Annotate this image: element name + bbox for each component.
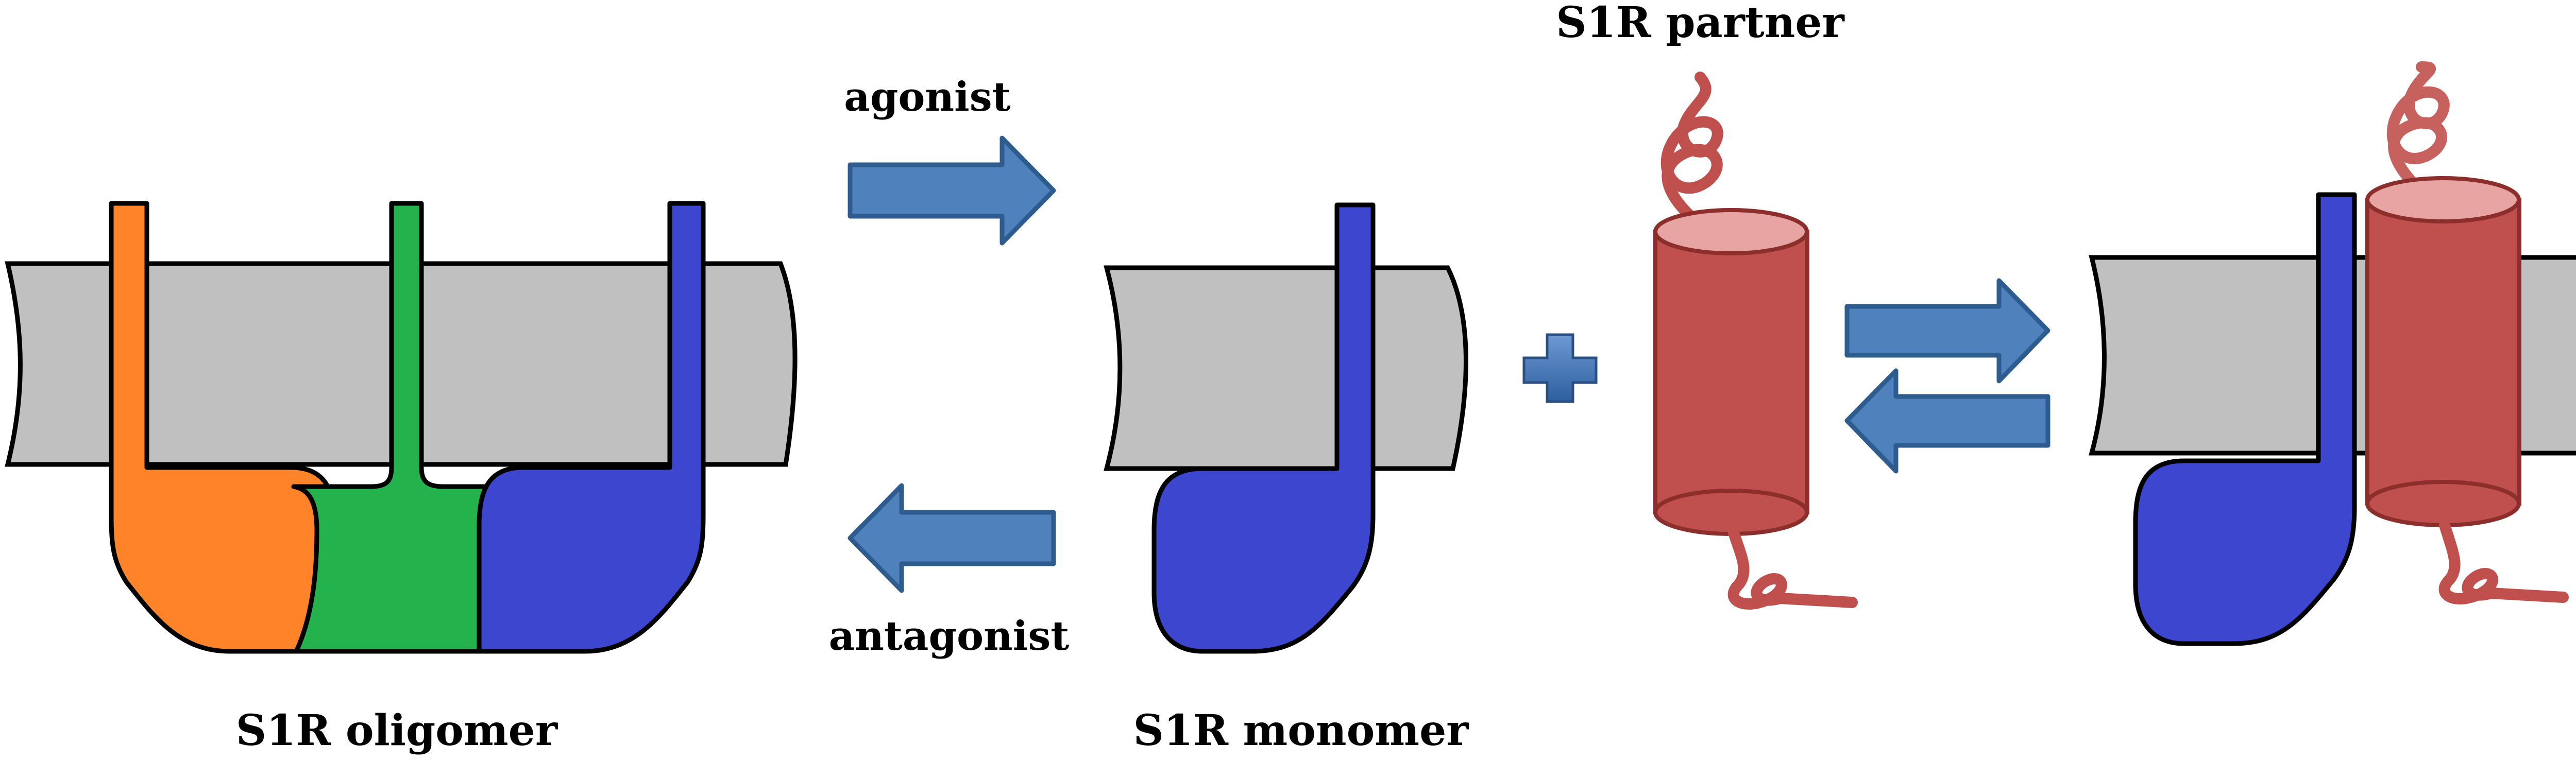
agonist-label: agonist bbox=[844, 74, 1010, 120]
monomer-label: S1R monomer bbox=[1133, 706, 1470, 755]
partner-bottom-helix bbox=[1727, 527, 1858, 610]
partner-panel: S1R partner bbox=[1556, 0, 1858, 610]
arrow-right-icon bbox=[1844, 278, 2050, 384]
antagonist-label: antagonist bbox=[829, 613, 1070, 660]
complex-cylinder-bottom bbox=[2365, 480, 2521, 527]
partner-cylinder-bottom bbox=[1653, 489, 1809, 536]
partner-cylinder-top bbox=[1653, 208, 1809, 255]
membrane-band-monomer bbox=[1104, 265, 1468, 471]
complex-panel bbox=[2089, 61, 2576, 646]
green-subunit bbox=[291, 201, 497, 654]
arrow-left-icon bbox=[1844, 368, 2050, 474]
plus-icon bbox=[1522, 333, 1598, 403]
blue-subunit-oligomer bbox=[477, 201, 706, 654]
oligomer-label: S1R oligomer bbox=[236, 706, 558, 755]
blue-subunit-complex bbox=[2133, 192, 2357, 646]
equilibrium-arrows bbox=[1844, 278, 2050, 474]
complex-bottom-helix bbox=[2438, 520, 2569, 604]
orange-subunit bbox=[109, 201, 337, 654]
partner-cylinder-body bbox=[1653, 230, 1809, 514]
ligand-arrows: agonist antagonist bbox=[829, 74, 1070, 660]
complex-cylinder-top bbox=[2365, 176, 2521, 223]
partner-label: S1R partner bbox=[1556, 0, 1845, 47]
arrow-right-icon bbox=[848, 135, 1056, 246]
monomer-panel: S1R monomer bbox=[1104, 202, 1470, 755]
complex-cylinder-body bbox=[2365, 198, 2521, 506]
oligomer-panel: S1R oligomer bbox=[5, 201, 798, 755]
arrow-left-icon bbox=[848, 483, 1056, 593]
complex-top-helix bbox=[2386, 61, 2450, 201]
partner-top-helix bbox=[1660, 72, 1723, 232]
blue-subunit-monomer bbox=[1151, 202, 1376, 654]
